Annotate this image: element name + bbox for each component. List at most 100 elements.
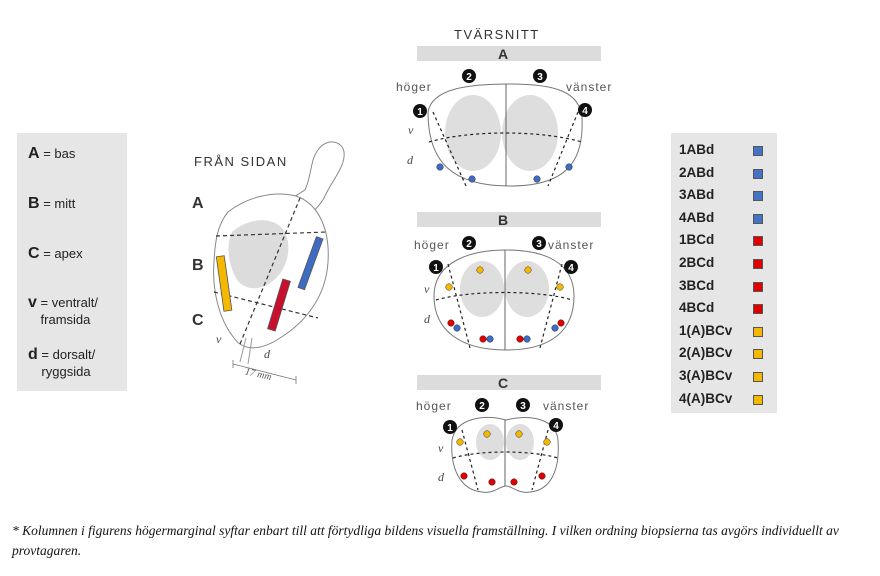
biopsy-item: 1ABd xyxy=(671,139,777,162)
side-view: FRÅN SIDAN A B C v d 17 mm xyxy=(192,141,345,384)
side-level-b: B xyxy=(192,257,204,274)
section-c-number-3: 3 xyxy=(516,398,530,412)
section-a-number-2: 2 xyxy=(462,69,476,83)
svg-text:4: 4 xyxy=(568,263,574,274)
section-c-label: C xyxy=(498,375,508,391)
svg-text:4: 4 xyxy=(582,106,588,117)
biopsy-color-swatch xyxy=(753,281,763,292)
legend-item-c: C = apex xyxy=(28,245,83,262)
biopsy-item: 4ABd xyxy=(671,207,777,230)
legend-item-v: v = ventralt/framsida xyxy=(28,294,98,327)
dot-3abd xyxy=(533,175,541,183)
section-b-number-4: 4 xyxy=(564,260,578,274)
section-c-number-4: 4 xyxy=(549,418,563,432)
biopsy-color-swatch xyxy=(753,146,763,156)
biopsy-color-swatch xyxy=(753,168,763,179)
needle-red xyxy=(267,278,291,332)
side-d-label: d xyxy=(264,347,271,361)
biopsy-color-swatch xyxy=(753,371,763,382)
svg-text:1: 1 xyxy=(417,107,423,118)
biopsy-label: 3ABd xyxy=(679,187,715,203)
section-b-number-3: 3 xyxy=(532,236,546,250)
biopsy-item: 2ABd xyxy=(671,162,777,185)
biopsy-item: 1BCd xyxy=(671,229,777,252)
dot-b-3v xyxy=(524,266,532,274)
biopsy-item: 1(A)BCv xyxy=(671,320,777,343)
svg-text:2: 2 xyxy=(466,239,472,250)
biopsy-item: 3(A)BCv xyxy=(671,365,777,388)
biopsy-label: 3BCd xyxy=(679,277,715,293)
biopsy-label: 1(A)BCv xyxy=(679,322,733,338)
section-b-number-2: 2 xyxy=(462,236,476,250)
biopsy-item: 4(A)BCv xyxy=(671,388,777,411)
biopsy-item: 2(A)BCv xyxy=(671,342,777,365)
section-a-v: v xyxy=(408,123,414,137)
biopsy-color-swatch xyxy=(753,258,763,269)
side-v-label: v xyxy=(216,332,222,346)
svg-text:3: 3 xyxy=(537,72,543,83)
section-b-v: v xyxy=(424,282,430,296)
biopsy-color-swatch xyxy=(753,304,763,315)
biopsy-label: 4(A)BCv xyxy=(679,390,733,406)
section-a: A höger vänster v d 1 2 3 4 xyxy=(396,46,612,187)
dot-b-1v xyxy=(445,283,453,291)
section-b: B höger vänster v d 1 2 3 4 xyxy=(414,212,601,351)
section-c-number-2: 2 xyxy=(475,398,489,412)
svg-text:1: 1 xyxy=(447,423,453,434)
needle-yellow xyxy=(215,255,233,312)
section-a-number-4: 4 xyxy=(578,103,592,117)
biopsy-label: 2BCd xyxy=(679,254,715,270)
biopsy-item: 4BCd xyxy=(671,297,777,320)
section-b-vanster: vänster xyxy=(548,238,594,252)
svg-text:4: 4 xyxy=(553,421,559,432)
side-scale-label: 17 mm xyxy=(244,366,273,383)
biopsy-color-swatch xyxy=(753,349,763,360)
biopsy-color-swatch xyxy=(753,213,763,224)
section-b-label: B xyxy=(498,212,508,228)
biopsy-item: 3ABd xyxy=(671,184,777,207)
biopsy-color-swatch xyxy=(753,326,763,337)
section-c-number-1: 1 xyxy=(443,420,457,434)
section-a-hoger: höger xyxy=(396,80,432,94)
side-level-c: C xyxy=(192,312,204,329)
prostate-diagram: FRÅN SIDAN A B C v d 17 mm TVÄRSNITT A xyxy=(192,27,612,493)
legend-item-b: B = mitt xyxy=(28,195,76,212)
svg-text:2: 2 xyxy=(466,72,472,83)
legend-item-a: A = bas xyxy=(28,145,76,162)
dot-b-4v xyxy=(556,283,564,291)
biopsy-item: 2BCd xyxy=(671,252,777,275)
biopsy-label: 3(A)BCv xyxy=(679,367,733,383)
section-b-hoger: höger xyxy=(414,238,450,252)
needle-blue xyxy=(297,236,324,291)
biopsy-label: 4BCd xyxy=(679,300,715,316)
biopsy-item: 3BCd xyxy=(671,275,777,298)
section-b-number-1: 1 xyxy=(429,260,443,274)
biopsy-color-swatch xyxy=(753,236,763,247)
section-b-d: d xyxy=(424,312,431,326)
biopsy-label: 1ABd xyxy=(679,142,715,157)
section-c-v: v xyxy=(438,441,444,455)
section-c-vanster: vänster xyxy=(543,399,589,413)
svg-text:3: 3 xyxy=(536,239,542,250)
section-a-number-1: 1 xyxy=(413,104,427,118)
side-view-title: FRÅN SIDAN xyxy=(194,154,288,169)
svg-text:1: 1 xyxy=(433,263,439,274)
cross-section-title: TVÄRSNITT xyxy=(454,27,540,42)
section-c: C höger vänster v d 1 2 3 4 xyxy=(416,375,601,493)
svg-text:2: 2 xyxy=(479,401,485,412)
section-a-number-3: 3 xyxy=(533,69,547,83)
section-a-d: d xyxy=(407,153,414,167)
biopsy-label: 4ABd xyxy=(679,209,715,225)
dot-4abd xyxy=(565,163,573,171)
dot-1abd xyxy=(436,163,444,171)
biopsy-label: 1BCd xyxy=(679,232,715,248)
legend-panel: A = bas B = mitt C = apex v = ventralt/f… xyxy=(17,133,127,391)
biopsy-label: 2(A)BCv xyxy=(679,345,733,361)
section-a-vanster: vänster xyxy=(566,80,612,94)
legend-item-d: d = dorsalt/ryggsida xyxy=(28,346,96,379)
dot-b-2v xyxy=(476,266,484,274)
section-c-hoger: höger xyxy=(416,399,452,413)
footnote: * Kolumnen i figurens högermarginal syft… xyxy=(12,523,839,558)
dot-2abd xyxy=(468,175,476,183)
section-a-label: A xyxy=(498,46,508,62)
